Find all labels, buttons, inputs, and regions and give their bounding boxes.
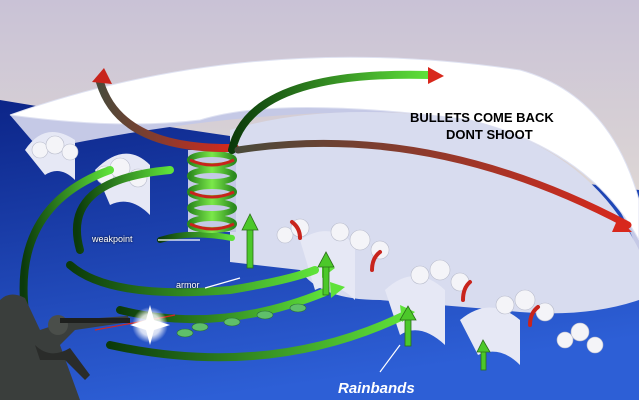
armor-label: armor: [176, 280, 200, 290]
bullet-icons: [176, 303, 307, 338]
soldier-silhouette-icon: [0, 294, 130, 400]
rainbands-label: Rainbands: [338, 380, 415, 397]
outflow-arrows: [92, 67, 632, 232]
eyewall-updraft-coil: [187, 150, 237, 233]
rainband-arches: [25, 132, 520, 365]
cloud-shield-top: [9, 56, 639, 241]
label-pointer-lines: [158, 239, 401, 373]
caption-line-2: DONT SHOOT: [446, 127, 533, 142]
muzzle-flash-icon: [130, 305, 170, 345]
weakpoint-label: weakpoint: [92, 234, 133, 244]
vertical-updraft-arrows: [241, 213, 491, 371]
caption-line-1: BULLETS COME BACK: [410, 110, 554, 125]
rainband-updraft-arrows: [290, 220, 540, 327]
